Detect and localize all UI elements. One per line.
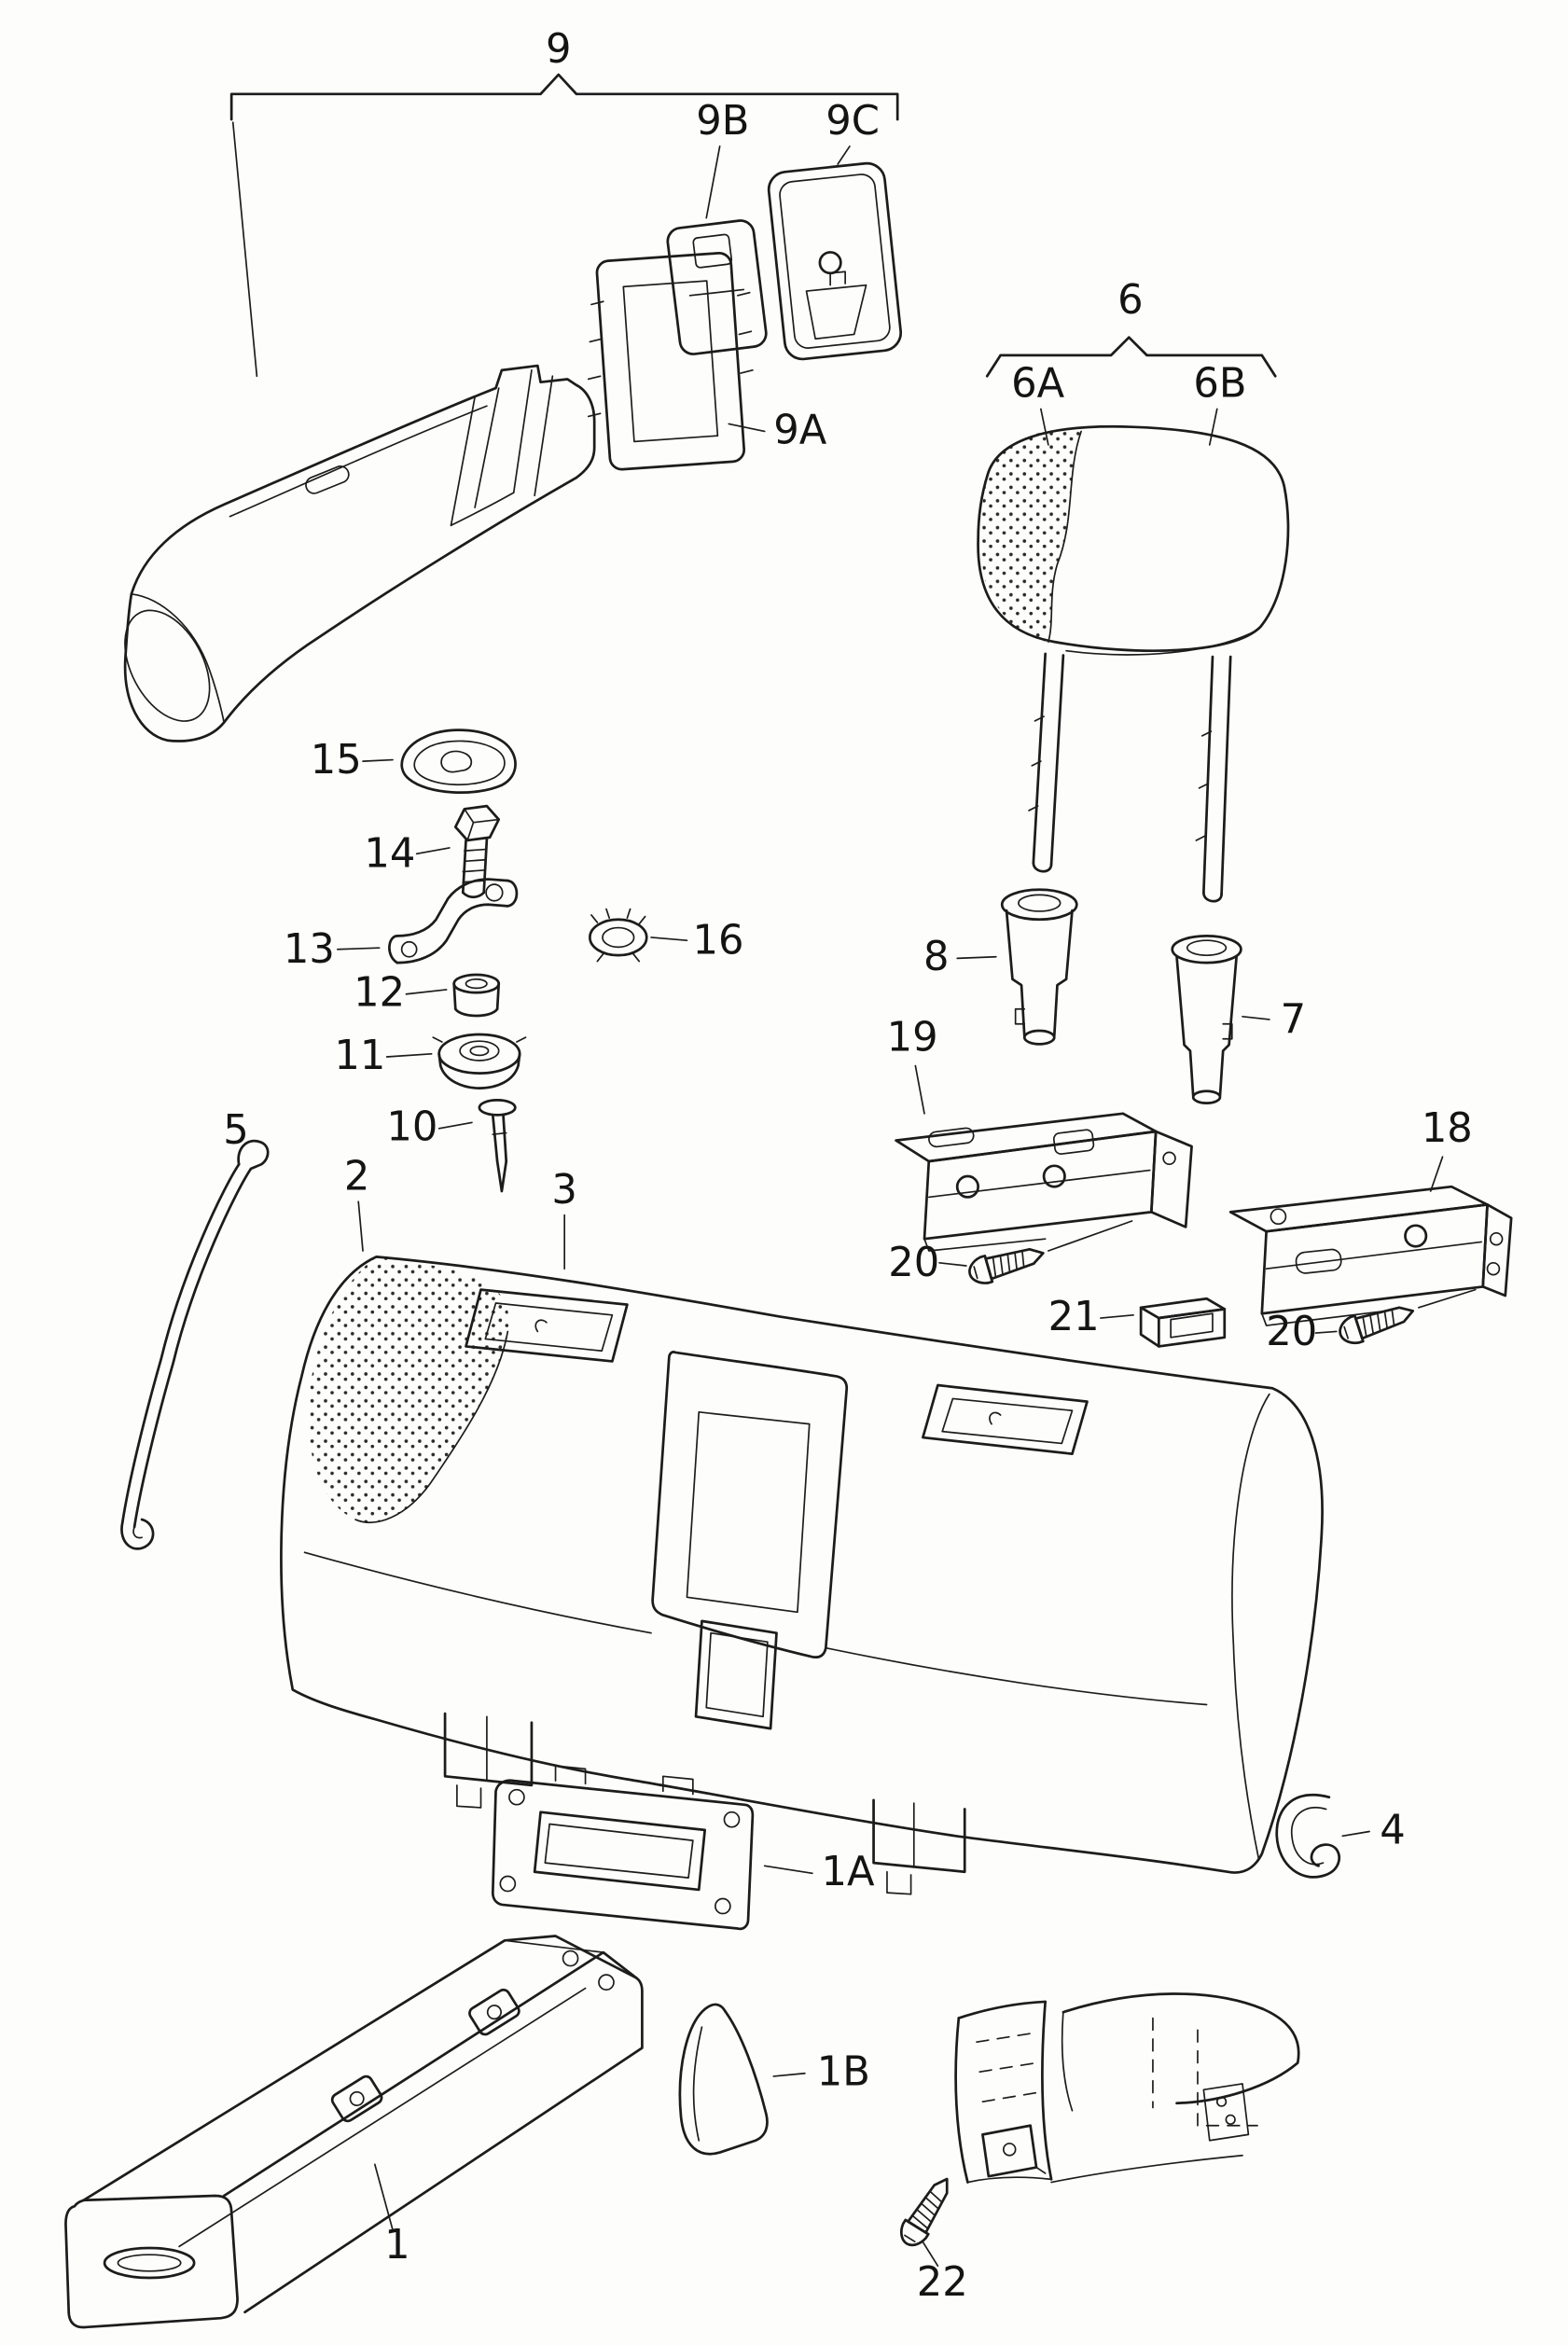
part-22-screw: 22 — [894, 2171, 968, 2306]
callout-18-label: 18 — [1422, 1105, 1473, 1152]
part-10-pin: 10 — [386, 1099, 517, 1193]
part-21-clip: 21 — [1048, 1294, 1227, 1348]
screw-22 — [894, 2171, 960, 2253]
part-19-bracket: 19 — [887, 1015, 1193, 1252]
callout-19-label: 19 — [887, 1015, 938, 1061]
callout-12-label: 12 — [354, 970, 405, 1017]
part-9c-cover: 9C — [767, 98, 903, 361]
callout-9b-label: 9B — [696, 98, 749, 145]
part-1-armrest-box: 1 — [64, 1935, 644, 2329]
seat-context-sketch — [954, 1992, 1300, 2184]
callout-9-label: 9 — [546, 26, 572, 73]
callout-5-label: 5 — [223, 1107, 249, 1154]
callout-10-label: 10 — [386, 1104, 437, 1151]
part-12-bushing: 12 — [354, 970, 501, 1018]
callout-14-label: 14 — [364, 831, 415, 878]
callout-20-left-label: 20 — [888, 1240, 939, 1286]
part-1b-pad: 1B — [678, 2003, 870, 2156]
callout-22-label: 22 — [917, 2259, 968, 2306]
callout-8-label: 8 — [923, 934, 950, 980]
part-16-ring: 16 — [589, 908, 744, 964]
callout-2-label: 2 — [344, 1153, 370, 1200]
part-11-grommet: 11 — [334, 1033, 527, 1089]
callout-1-label: 1 — [384, 2222, 410, 2269]
callout-9c-label: 9C — [826, 98, 880, 145]
callout-16-label: 16 — [693, 918, 744, 964]
callout-7-label: 7 — [1281, 996, 1307, 1043]
screw-20-left — [964, 1239, 1048, 1289]
callout-13-label: 13 — [284, 926, 335, 973]
screw-20-right — [1335, 1297, 1419, 1349]
part-armrest — [123, 364, 596, 742]
callout-bracket-6: 6 6A 6B — [985, 277, 1277, 446]
callout-6b-label: 6B — [1193, 361, 1246, 408]
part-20-screw-left: 20 — [888, 1220, 1133, 1289]
callout-bracket-9: 9 — [229, 26, 899, 378]
callout-9a-label: 9A — [773, 407, 826, 453]
part-7-guide-sleeve: 7 — [1171, 934, 1307, 1104]
part-13-bracket: 13 — [284, 878, 519, 973]
callout-21-label: 21 — [1048, 1294, 1100, 1340]
part-9b-cover: 9B — [666, 98, 768, 355]
part-backrest: 2 3 — [280, 1153, 1324, 1895]
part-14-bolt: 14 — [364, 804, 501, 899]
part-5-wire-hook: 5 — [120, 1107, 270, 1550]
callout-1a-label: 1A — [822, 1849, 875, 1895]
part-20-screw-right: 20 — [1266, 1288, 1477, 1355]
part-4-hook: 4 — [1275, 1793, 1406, 1879]
part-9a-frame: 9A — [587, 251, 827, 471]
part-15-cap: 15 — [311, 728, 517, 794]
callout-4-label: 4 — [1380, 1807, 1406, 1853]
callout-6-label: 6 — [1117, 277, 1144, 324]
callout-3-label: 3 — [551, 1167, 577, 1214]
part-8-guide-sleeve: 8 — [923, 888, 1078, 1046]
part-18-bracket: 18 — [1228, 1105, 1513, 1326]
callout-11-label: 11 — [334, 1033, 385, 1079]
callout-15-label: 15 — [311, 737, 362, 784]
callout-20-right-label: 20 — [1266, 1309, 1317, 1355]
callout-6a-label: 6A — [1011, 361, 1064, 408]
part-headrest — [977, 424, 1290, 903]
part-1a-bracket: 1A — [491, 1765, 875, 1931]
callout-1b-label: 1B — [817, 2049, 870, 2096]
